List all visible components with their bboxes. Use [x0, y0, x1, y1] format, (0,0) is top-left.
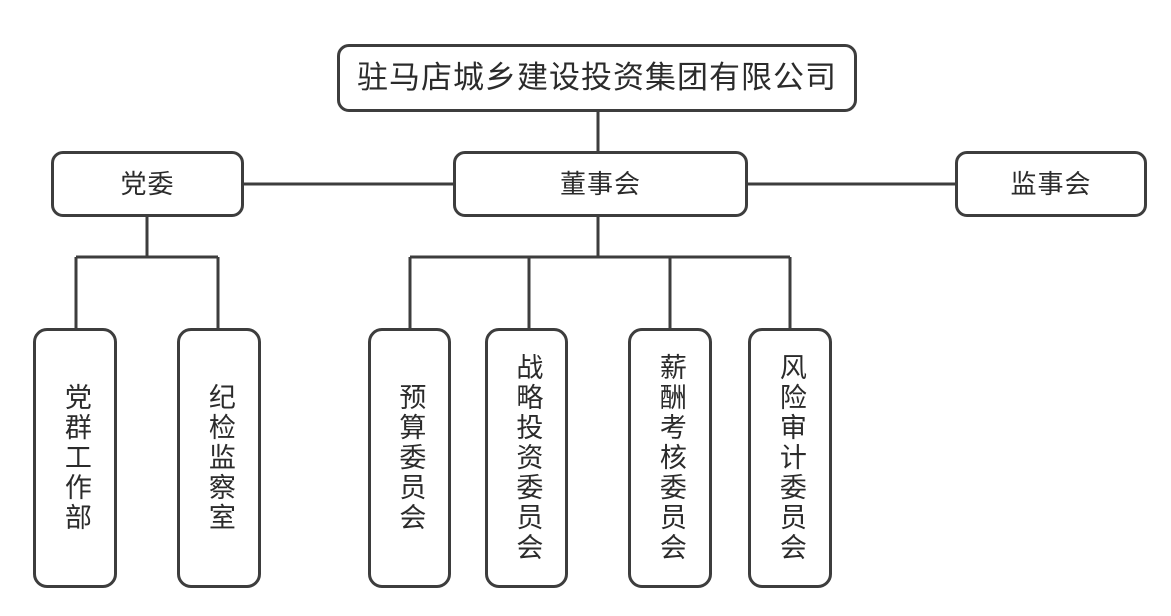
node-company[interactable]: 驻马店城乡建设投资集团有限公司 [337, 44, 857, 112]
node-compensation-appraisal-committee[interactable]: 薪酬考核委员会 [628, 328, 712, 588]
node-discipline-office[interactable]: 纪检监察室 [177, 328, 261, 588]
node-budget-committee-label: 预算委员会 [395, 383, 426, 533]
node-party-committee-label: 党委 [120, 168, 175, 199]
node-risk-audit-committee-label: 风险审计委员会 [775, 353, 806, 563]
node-discipline-office-label: 纪检监察室 [204, 383, 235, 533]
node-board-of-directors-label: 董事会 [559, 168, 641, 199]
node-board-of-directors[interactable]: 董事会 [453, 151, 748, 217]
node-party-committee[interactable]: 党委 [51, 151, 244, 217]
node-budget-committee[interactable]: 预算委员会 [368, 328, 451, 588]
node-strategy-investment-committee[interactable]: 战略投资委员会 [485, 328, 568, 588]
node-compensation-appraisal-committee-label: 薪酬考核委员会 [655, 353, 686, 563]
node-board-of-supervisors[interactable]: 监事会 [955, 151, 1147, 217]
node-party-work-dept-label: 党群工作部 [60, 383, 91, 533]
node-risk-audit-committee[interactable]: 风险审计委员会 [748, 328, 832, 588]
node-company-label: 驻马店城乡建设投资集团有限公司 [357, 59, 837, 95]
node-board-of-supervisors-label: 监事会 [1010, 168, 1092, 199]
node-strategy-investment-committee-label: 战略投资委员会 [512, 353, 543, 563]
node-party-work-dept[interactable]: 党群工作部 [33, 328, 117, 588]
